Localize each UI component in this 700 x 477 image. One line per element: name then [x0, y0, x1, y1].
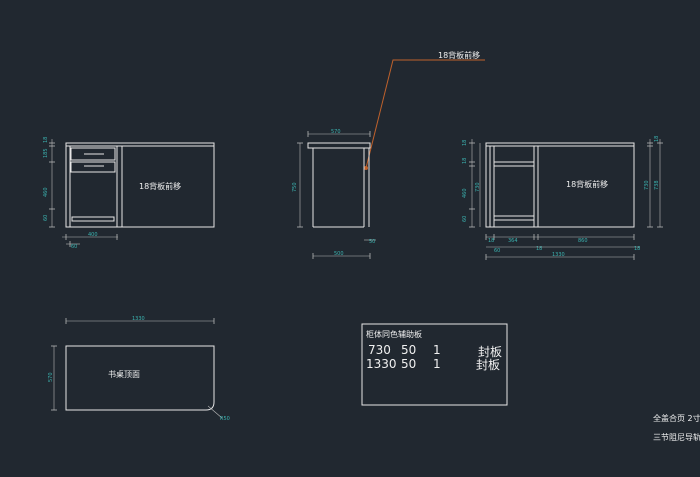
table-row-2-col-1: 1330	[366, 357, 397, 371]
side-dim-top: 570	[331, 129, 341, 135]
side-dim-small: 50	[369, 239, 375, 245]
front-dim-left-1: 18	[43, 137, 49, 143]
table-row-2-col-2: 50	[401, 357, 416, 371]
table-title: 柜体同色辅助板	[366, 329, 422, 339]
front-dim-left-2: 185	[43, 148, 49, 158]
table-row-1-col-2: 50	[401, 343, 416, 357]
front-outline	[65, 142, 215, 228]
back-dim-bottom-2: 364	[508, 238, 518, 244]
note-slide: 三节阻尼导轨	[653, 432, 700, 442]
back-dim-bottom-6: 18	[634, 246, 640, 252]
front-dim-bottom-2: 60	[71, 244, 77, 250]
front-panel-label: 18背板前移	[139, 181, 181, 191]
front-dim-left-4: 60	[43, 215, 49, 221]
table-row-2-col-4: 封板	[476, 358, 500, 372]
back-dim-left-4: 60	[462, 216, 468, 222]
back-dim-left-1: 18	[462, 140, 468, 146]
table-row-2-col-3: 1	[433, 357, 441, 371]
desk-top-dim-width: 1330	[132, 316, 145, 322]
table-row-1-col-4: 封板	[478, 345, 502, 359]
back-shelf-top	[493, 161, 535, 167]
side-dim-bottom: 500	[334, 251, 344, 257]
table-row-1-col-3: 1	[433, 343, 441, 357]
leader-label: 18背板前移	[438, 50, 480, 60]
back-dim-right-2: 738	[654, 180, 660, 190]
desk-top-label: 书桌顶面	[108, 369, 140, 379]
back-dim-bottom-1: 18	[488, 238, 494, 244]
back-dim-total: 1330	[552, 252, 565, 258]
back-dim-left-3: 460	[462, 188, 468, 198]
notes: 全盖合页 2寸 三节阻尼导轨	[653, 413, 700, 442]
side-elevation: 570 750 500 50	[292, 129, 376, 259]
back-outline	[485, 142, 635, 228]
leader-annotation: 18背板前移	[364, 50, 485, 170]
back-dim-right-top: 18	[654, 136, 660, 142]
front-dim-left-3: 460	[43, 187, 49, 197]
side-top	[307, 142, 371, 149]
back-dim-right-1: 730	[644, 180, 650, 190]
back-elevation: 18背板前移 18 18 460 60 730 730 18 738 18 36…	[462, 136, 663, 260]
back-dim-bottom-3: 860	[578, 238, 588, 244]
desk-top-plan: 书桌顶面 1330 570 R50	[48, 316, 230, 422]
desk-top-dim-corner: R50	[220, 416, 230, 422]
front-elevation: 18背板前移 18 185 460 60 400 60	[43, 137, 215, 250]
back-shelf-bottom	[493, 215, 535, 221]
table-row-1-col-1: 730	[368, 343, 391, 357]
back-dim-left-mid: 730	[475, 182, 481, 192]
table-border	[361, 323, 508, 406]
desk-top-outline	[65, 345, 215, 411]
leader-line	[365, 59, 485, 169]
material-table: 柜体同色辅助板 730 50 1 封板 1330 50 1 封板	[361, 323, 508, 406]
leader-dot	[364, 166, 368, 170]
front-dim-bottom-1: 400	[88, 232, 98, 238]
note-hinge: 全盖合页 2寸	[653, 413, 700, 423]
back-dim-bottom-4: 18	[536, 246, 542, 252]
desk-top-dim-height: 570	[48, 372, 54, 382]
back-panel-label: 18背板前移	[566, 179, 608, 189]
drawer-2	[70, 161, 116, 173]
side-dim-height: 750	[292, 182, 298, 192]
drawer-1	[70, 147, 116, 161]
front-shelf	[71, 216, 115, 222]
back-dim-left-2: 18	[462, 158, 468, 164]
back-dim-bottom-5: 60	[494, 248, 500, 254]
